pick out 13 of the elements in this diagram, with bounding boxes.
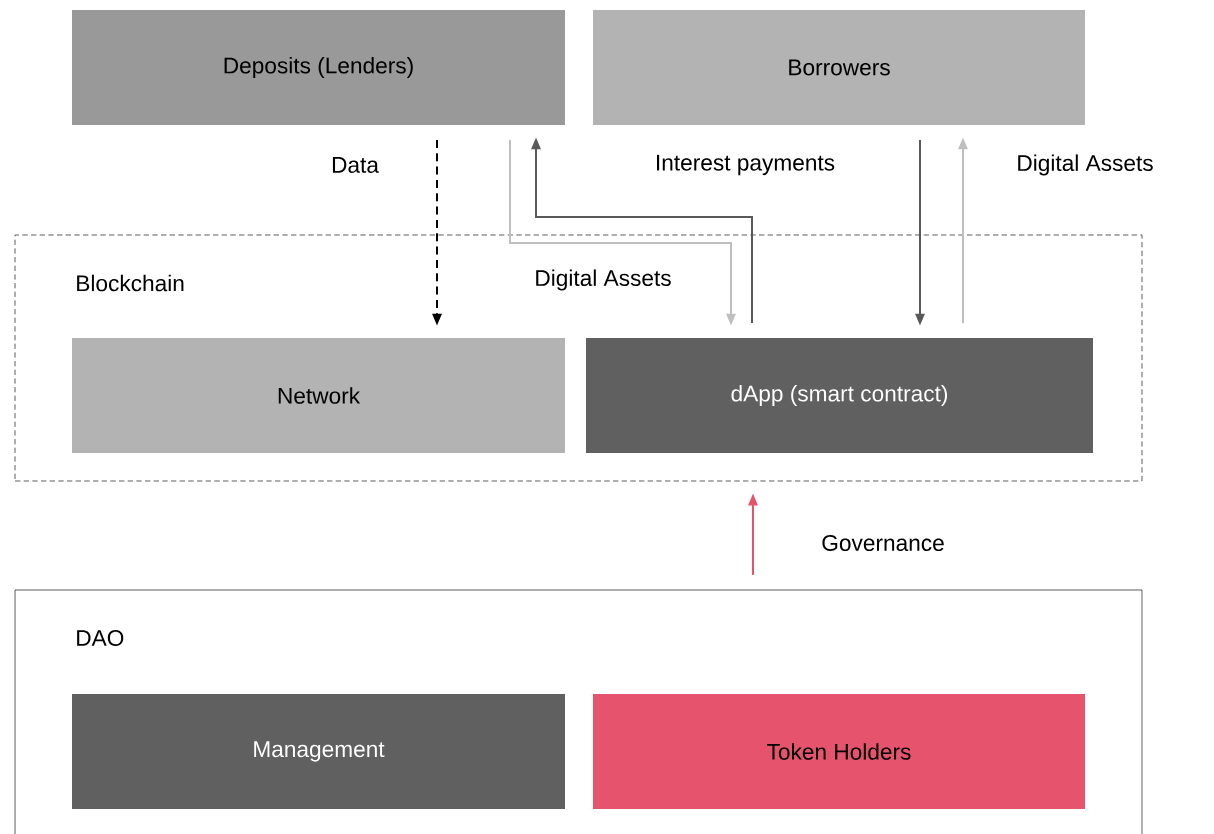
- process-box: Borrowers: [593, 10, 1085, 125]
- group-title: Blockchain: [77, 274, 184, 292]
- edge-label: Digital Assets: [536, 269, 671, 291]
- process-box: Management: [72, 694, 565, 809]
- process-box: dApp (smart contract): [586, 338, 1093, 453]
- process-box: Network: [72, 338, 565, 453]
- process-box: Token Holders: [593, 694, 1085, 809]
- group-title: DAO: [77, 629, 124, 647]
- edge-label: Data: [332, 157, 379, 173]
- edge-label: Interest payments: [657, 154, 835, 176]
- edge-label: Governance: [822, 534, 944, 552]
- process-box: Deposits (Lenders): [72, 10, 565, 125]
- edge-label: Digital Assets: [1018, 154, 1153, 176]
